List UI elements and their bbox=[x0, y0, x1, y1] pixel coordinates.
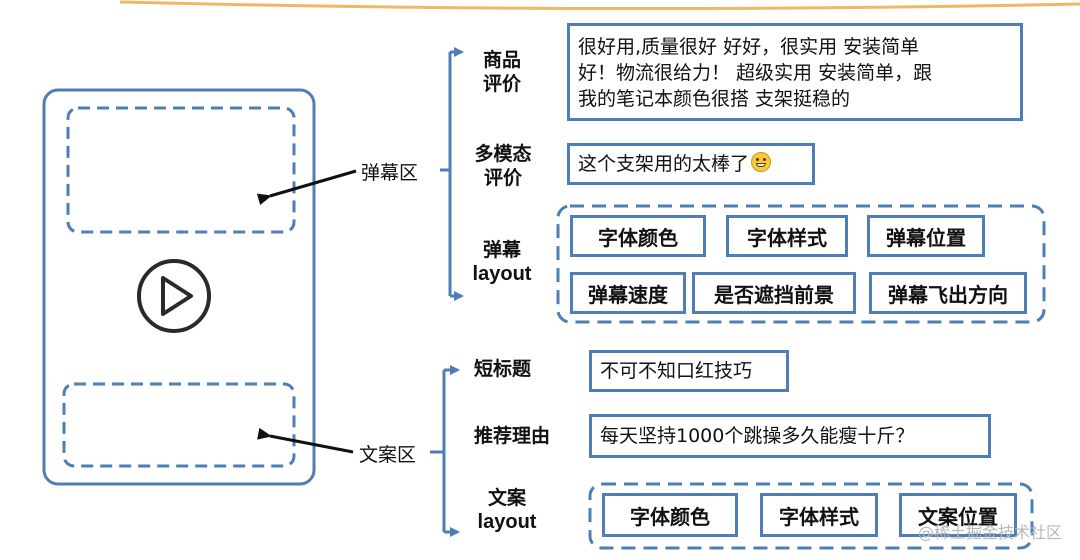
reason-label: 推荐理由 bbox=[474, 425, 551, 447]
play-icon[interactable] bbox=[137, 259, 211, 333]
product-review-label-line2: 评价 bbox=[482, 73, 521, 95]
copy-bracket bbox=[430, 365, 460, 537]
short-title-label: 短标题 bbox=[474, 358, 532, 380]
copy-option-position[interactable]: 文案位置 bbox=[899, 493, 1017, 537]
copy-arrow bbox=[257, 427, 354, 454]
product-review-line: 好！物流很给力！ 超级实用 安装简单，跟 bbox=[578, 62, 933, 84]
danmu-region-label: 弹幕区 bbox=[361, 162, 419, 184]
multimodal-review-label-line1: 多模态 bbox=[474, 143, 532, 165]
danmu-option-speed[interactable]: 弹幕速度 bbox=[570, 272, 686, 314]
multimodal-review-label: 多模态 评价 bbox=[464, 142, 542, 190]
copy-option-font-color[interactable]: 字体颜色 bbox=[602, 493, 738, 537]
multimodal-review-label-line2: 评价 bbox=[483, 167, 522, 189]
danmu-zone bbox=[66, 106, 296, 234]
product-review-line: 我的笔记本颜色很搭 支架挺稳的 bbox=[578, 88, 851, 110]
danmu-option-font-color[interactable]: 字体颜色 bbox=[570, 215, 706, 257]
product-review-box: 很好用,质量很好 好好，很实用 安装简单 好！物流很给力！ 超级实用 安装简单，… bbox=[567, 23, 1023, 121]
danmu-arrow bbox=[256, 169, 357, 206]
danmu-layout-group bbox=[556, 204, 1046, 324]
copy-zone bbox=[62, 382, 296, 468]
copy-layout-label: 文案 layout bbox=[466, 486, 548, 534]
danmu-layout-label-line2: layout bbox=[472, 263, 532, 285]
danmu-bracket bbox=[440, 47, 464, 301]
product-review-label-line1: 商品 bbox=[482, 49, 521, 71]
multimodal-review-box: 这个支架用的太棒了 bbox=[567, 143, 815, 185]
watermark: @稀土掘金技术社区 bbox=[917, 523, 1062, 542]
copy-layout-label-line2: layout bbox=[477, 511, 537, 533]
multimodal-review-text: 这个支架用的太棒了 bbox=[578, 153, 750, 175]
danmu-option-position[interactable]: 弹幕位置 bbox=[867, 215, 985, 257]
copy-region-label: 文案区 bbox=[359, 444, 417, 466]
copy-option-font-style[interactable]: 字体样式 bbox=[760, 493, 878, 537]
danmu-option-font-style[interactable]: 字体样式 bbox=[726, 215, 848, 257]
danmu-option-occlusion[interactable]: 是否遮挡前景 bbox=[692, 272, 856, 314]
danmu-option-direction[interactable]: 弹幕飞出方向 bbox=[869, 272, 1027, 314]
product-review-line: 很好用,质量很好 好好，很实用 安装简单 bbox=[578, 36, 920, 58]
short-title-box: 不可不知口红技巧 bbox=[589, 350, 789, 392]
danmu-layout-label: 弹幕 layout bbox=[462, 238, 542, 286]
reason-box: 每天坚持1000个跳操多久能瘦十斤？ bbox=[589, 414, 991, 458]
copy-layout-label-line1: 文案 bbox=[487, 487, 526, 509]
product-review-label: 商品 评价 bbox=[472, 48, 532, 96]
danmu-layout-label-line1: 弹幕 bbox=[482, 239, 521, 261]
copy-layout-group bbox=[588, 482, 1034, 550]
top-rule bbox=[119, 0, 1080, 11]
grinning-face-icon bbox=[751, 152, 772, 172]
